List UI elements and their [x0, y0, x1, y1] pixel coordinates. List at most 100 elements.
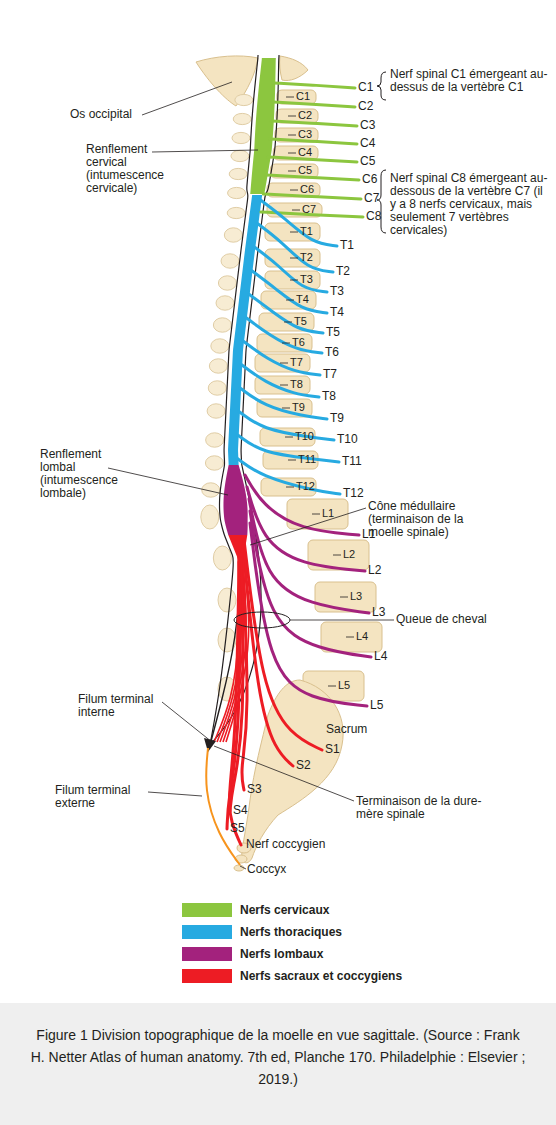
anatomy-label: Nerf spinal C1 émergeant au-dessus de la… — [390, 68, 555, 94]
anatomy-label: T1 — [300, 225, 313, 238]
anatomy-label: Nerf coccygien — [246, 838, 325, 851]
vertebral-arch — [213, 318, 231, 332]
anatomy-label: L5 — [338, 679, 350, 692]
anatomy-label: C6 — [362, 173, 377, 186]
anatomy-label: S1 — [325, 743, 340, 756]
anatomy-label: S2 — [296, 759, 311, 772]
anatomy-label: Cône médullaire (terminaison de la moell… — [368, 500, 476, 539]
vertebral-arch — [224, 228, 242, 242]
anatomy-label: T1 — [340, 239, 354, 252]
spinal-nerve — [244, 540, 322, 750]
anatomy-label: C5 — [360, 155, 375, 168]
anatomy-label: C4 — [360, 137, 375, 150]
anatomy-label: L4 — [374, 650, 387, 663]
spinal-nerve — [261, 200, 338, 246]
anatomy-label: Sacrum — [326, 723, 367, 736]
anatomy-label: L5 — [370, 699, 383, 712]
anatomy-label: T3 — [300, 273, 313, 286]
vertebral-arch — [228, 187, 246, 198]
leader-line — [290, 280, 298, 281]
leader-line — [288, 171, 296, 172]
coccyx-bone — [234, 865, 244, 871]
spinal-nerve — [254, 247, 327, 292]
anatomy-label: C1 — [296, 90, 310, 103]
anatomy-label: T12 — [296, 480, 315, 493]
anatomy-label: C4 — [298, 146, 312, 159]
illustration-layer — [0, 55, 556, 1125]
anatomy-label: Renflement cervical (intumescence cervic… — [86, 143, 176, 195]
leader-line — [286, 487, 294, 488]
anatomy-label: T4 — [330, 306, 344, 319]
anatomy-label: Filum terminal externe — [55, 784, 150, 810]
spinal-nerve — [246, 318, 322, 354]
anatomy-label: T2 — [300, 251, 313, 264]
leader-line — [148, 792, 202, 796]
leader-line — [346, 637, 354, 638]
anatomy-label: C7 — [364, 192, 379, 205]
leader-line — [290, 232, 298, 233]
vertebral-arch — [218, 276, 236, 290]
leader-line — [282, 408, 290, 409]
leader-line — [284, 322, 292, 323]
anatomy-label: T5 — [294, 315, 307, 328]
anatomy-label: T3 — [330, 285, 344, 298]
leader-line — [288, 153, 296, 154]
anatomy-label: C3 — [298, 128, 312, 141]
anatomy-label: C8 — [366, 210, 381, 223]
anatomy-label: S4 — [233, 804, 248, 817]
sacrum-bone — [242, 680, 343, 863]
occipital-bone — [196, 56, 258, 106]
leader-line — [285, 437, 293, 438]
legend-text: Nerfs sacraux et coccygiens — [240, 969, 402, 983]
leader-line — [290, 258, 298, 259]
cauda-ring — [234, 612, 290, 628]
legend-swatch — [182, 969, 232, 983]
leader-line — [292, 210, 300, 211]
anatomy-label: T6 — [292, 336, 305, 349]
vertebral-body — [321, 622, 382, 652]
leader-line — [108, 468, 228, 495]
vertebral-arch — [206, 433, 224, 447]
anatomy-label: T7 — [290, 356, 303, 369]
spinal-nerve — [268, 157, 357, 162]
anatomy-label: Coccyx — [247, 863, 286, 876]
spinal-nerve — [257, 224, 333, 273]
vertebral-arch — [232, 132, 250, 143]
anatomy-label: L3 — [350, 590, 362, 603]
anatomy-label: T11 — [342, 455, 362, 468]
anatomy-label: C7 — [302, 203, 316, 216]
vertebral-arch — [235, 94, 253, 105]
anatomy-label: L1 — [322, 507, 334, 520]
anatomy-label: Os occipital — [70, 108, 132, 121]
occipital-bone — [280, 56, 308, 81]
leader-line — [328, 686, 336, 687]
leader-line — [288, 135, 296, 136]
vertebral-arch — [207, 404, 225, 418]
anatomy-label: T11 — [298, 453, 316, 466]
legend-swatch — [182, 925, 232, 939]
legend-swatch — [182, 903, 232, 917]
spinal-nerve — [273, 83, 355, 88]
legend-text: Nerfs cervicaux — [240, 903, 329, 917]
spinal-nerve — [272, 102, 355, 107]
anatomy-label: T6 — [325, 346, 339, 359]
vertebral-body — [315, 582, 376, 612]
vertebral-body — [261, 478, 316, 496]
vertebral-arch — [213, 546, 231, 570]
anatomy-label: L2 — [343, 548, 355, 561]
leader-line — [290, 190, 298, 191]
anatomy-label: C3 — [360, 119, 375, 132]
spinal-nerve — [266, 175, 359, 180]
legend-swatch — [182, 947, 232, 961]
vertebral-arch — [227, 207, 245, 218]
leader-line — [152, 150, 258, 152]
leader-line — [280, 385, 288, 386]
bracket — [377, 72, 386, 100]
leader-line — [286, 97, 294, 98]
anatomy-label: C2 — [298, 109, 312, 122]
anatomy-label: Terminaison de la dure-mère spinale — [356, 795, 504, 821]
anatomy-label: Filum terminal interne — [78, 693, 173, 719]
spinal-nerve — [250, 523, 367, 706]
leader-line — [250, 508, 366, 545]
vertebral-arch — [233, 113, 251, 124]
